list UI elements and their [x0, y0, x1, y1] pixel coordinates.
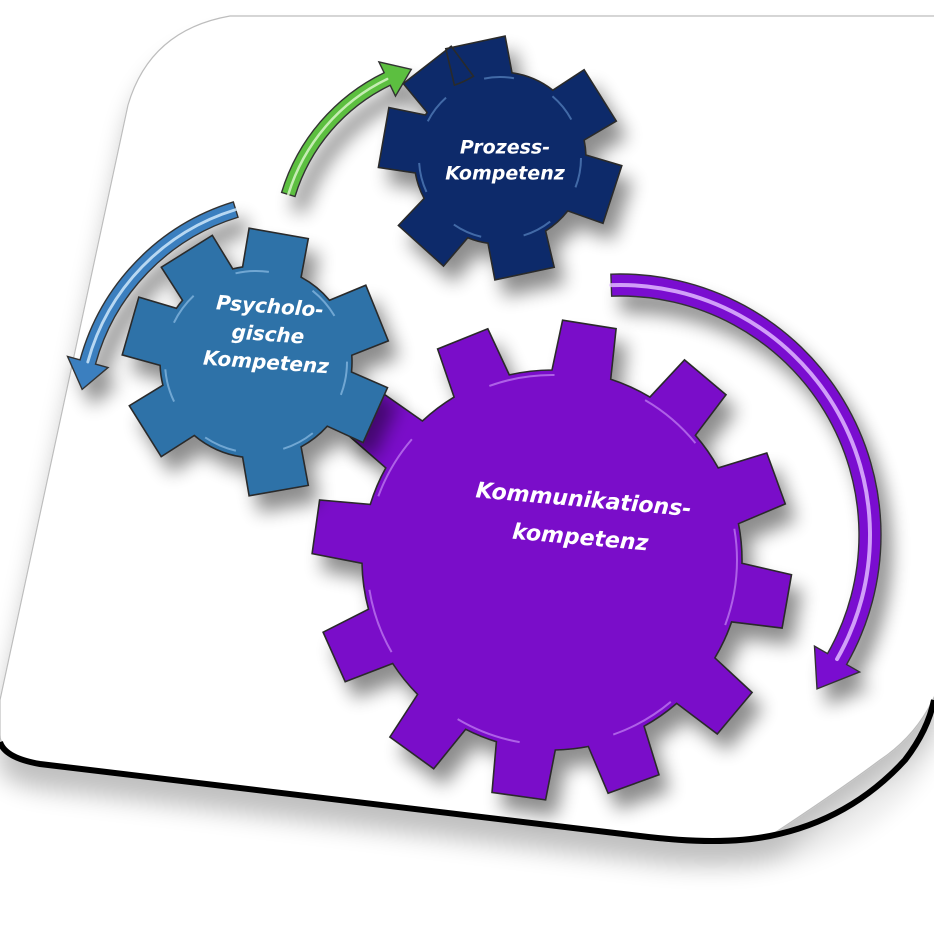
arrow-purple: [609, 273, 882, 690]
gear-psychological-shape: [121, 227, 390, 497]
gear-psychological-bevel: [164, 270, 348, 454]
gear-communication-shape: [311, 319, 793, 801]
gear-process-bevel: [418, 76, 582, 240]
gear-label-line: Prozess-: [460, 137, 550, 159]
gear-communication-bevel: [366, 374, 738, 746]
gear-label-line: gische: [231, 319, 305, 348]
gear-process-label: Prozess- Kompetenz: [445, 137, 566, 185]
gear-label-line: Kompetenz: [445, 163, 566, 185]
arrow-purple-highlight: [609, 283, 872, 662]
frame-bottom-edge: [0, 699, 934, 844]
arrow-blue: [66, 201, 239, 391]
arrow-blue-highlight: [86, 208, 238, 364]
gear-process-shape: [377, 35, 623, 281]
arrow-blue-body: [66, 201, 239, 391]
gear-psychological: Psycholo-gischeKompetenz: [121, 227, 390, 497]
gear-communication: Kommunikations-kompetenz: [311, 319, 793, 801]
arrow-green-highlight: [287, 77, 389, 196]
gear-process: Prozess- Kompetenz: [377, 35, 623, 281]
